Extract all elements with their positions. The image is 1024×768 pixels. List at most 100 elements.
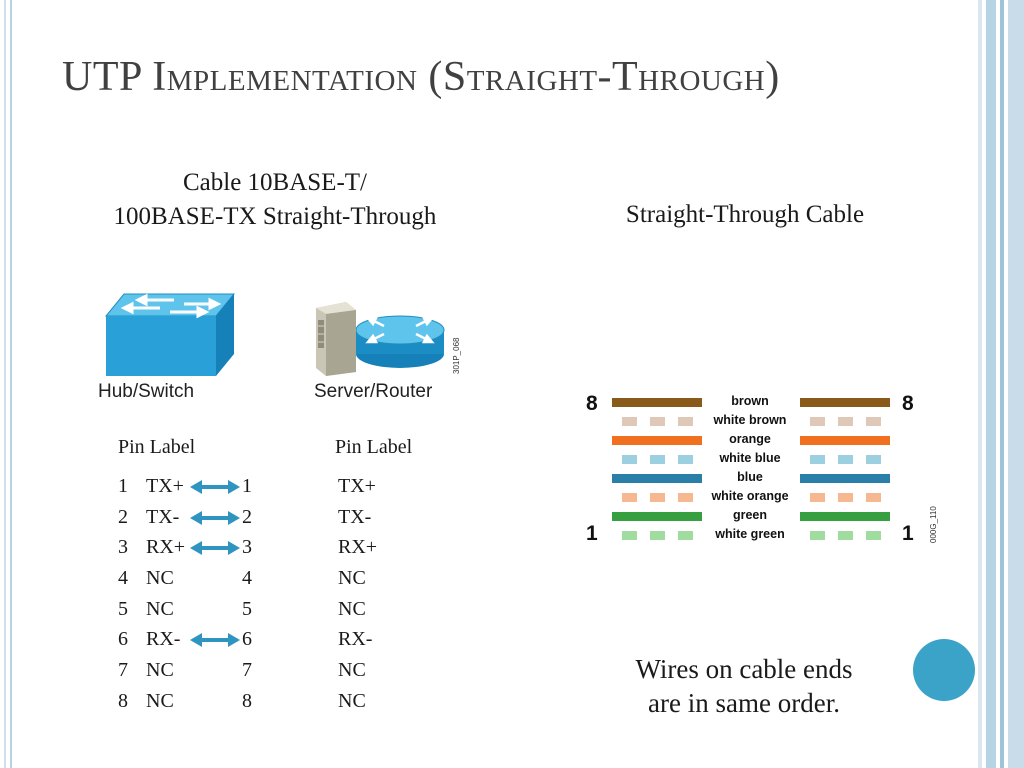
wire-bar-right xyxy=(800,436,890,445)
wire-label: blue xyxy=(737,470,763,484)
pin-number-right: 5 xyxy=(242,598,252,620)
pin-number-right: 4 xyxy=(242,567,252,589)
wire-bar-left xyxy=(612,436,702,445)
pin-row: 3 RX+ 3 RX+ xyxy=(0,536,460,566)
wire-stripe-right xyxy=(838,455,853,464)
double-arrow-icon xyxy=(190,511,240,525)
wire-label: white brown xyxy=(713,413,787,427)
pin-number-left: 6 xyxy=(118,628,128,650)
wire-stripe-right xyxy=(838,417,853,426)
wire-stripe-left xyxy=(622,455,637,464)
pin-label-left: NC xyxy=(146,659,174,681)
server-router-icon xyxy=(316,302,445,376)
wire-label: white orange xyxy=(711,489,789,503)
wire-label: brown xyxy=(731,394,769,408)
pin-label-right: NC xyxy=(338,690,366,712)
pin-row: 2 TX- 2 TX- xyxy=(0,506,460,536)
pin-label-left: NC xyxy=(146,598,174,620)
pin-number-right: 7 xyxy=(242,659,252,681)
wire-stripe-left xyxy=(678,531,693,540)
pin-number-left: 5 xyxy=(118,598,128,620)
pin-label-left: NC xyxy=(146,567,174,589)
wire-stripe-left xyxy=(678,493,693,502)
wire-stripe-left xyxy=(678,417,693,426)
pin-label-right: NC xyxy=(338,567,366,589)
pin-number-right: 8 xyxy=(242,690,252,712)
wire-stripe-right xyxy=(810,493,825,502)
hub-switch-icon xyxy=(104,293,236,376)
hub-switch-label: Hub/Switch xyxy=(98,381,195,402)
double-arrow-icon xyxy=(190,541,240,555)
wire-stripe-right xyxy=(866,493,881,502)
pin-number-left: 7 xyxy=(118,659,128,681)
wire-stripe-left xyxy=(650,455,665,464)
wire-stripe-left xyxy=(650,417,665,426)
pin-row: 1 TX+ 1 TX+ xyxy=(0,475,460,505)
pin-label-header-right: Pin Label xyxy=(335,436,413,458)
pin-row: 6 RX- 6 RX- xyxy=(0,628,460,658)
wire-bar-left xyxy=(612,512,702,521)
pin-number-left: 8 xyxy=(118,690,128,712)
wire-stripe-right xyxy=(838,493,853,502)
wire-label: green xyxy=(732,508,768,522)
server-router-label: Server/Router xyxy=(314,381,433,402)
double-arrow-icon xyxy=(190,633,240,647)
subheading-straight-through: Straight-Through Cable xyxy=(625,201,865,228)
wire-stripe-left xyxy=(622,417,637,426)
pin-label-left: TX- xyxy=(146,506,180,528)
wire-label: orange xyxy=(729,432,771,446)
pin-label-left: TX+ xyxy=(146,475,184,497)
pin-label-right: TX- xyxy=(338,506,372,528)
left-border xyxy=(0,0,12,768)
wire-bar-right xyxy=(800,474,890,483)
pin-number-right: 3 xyxy=(242,536,252,558)
wire-stripe-right xyxy=(810,455,825,464)
pin-number-right: 2 xyxy=(242,506,252,528)
image-code-devices: 301P_068 xyxy=(452,337,461,374)
pin-number-right: 1 xyxy=(242,475,252,497)
right-border xyxy=(978,0,1024,768)
wire-bar-left xyxy=(612,398,702,407)
pin-label-right: RX+ xyxy=(338,536,378,558)
wire-stripe-right xyxy=(866,531,881,540)
pin-number-right: 6 xyxy=(242,628,252,650)
pin-number-left: 4 xyxy=(118,567,128,589)
pin-number-left: 1 xyxy=(118,475,128,497)
wire-number-bottom-left: 1 xyxy=(586,522,598,545)
wire-number-top-right: 8 xyxy=(902,392,914,415)
wire-stripe-left xyxy=(622,531,637,540)
wire-stripe-right xyxy=(810,417,825,426)
pin-label-left: NC xyxy=(146,690,174,712)
pin-number-left: 2 xyxy=(118,506,128,528)
wire-stripe-left xyxy=(650,493,665,502)
pin-number-left: 3 xyxy=(118,536,128,558)
wire-bar-right xyxy=(800,398,890,407)
pin-label-right: RX- xyxy=(338,628,373,650)
wire-stripe-right xyxy=(866,455,881,464)
wire-label: white green xyxy=(715,527,785,541)
caption: Wires on cable ends are in same order. xyxy=(635,654,853,718)
wire-bar-left xyxy=(612,474,702,483)
wire-stripe-right xyxy=(866,417,881,426)
wire-label: white blue xyxy=(719,451,781,465)
pin-label-left: RX- xyxy=(146,628,181,650)
image-code-wires: 000G_110 xyxy=(929,506,938,543)
pin-label-right: NC xyxy=(338,659,366,681)
wire-stripe-right xyxy=(810,531,825,540)
double-arrow-icon xyxy=(190,480,240,494)
pin-label-right: TX+ xyxy=(338,475,376,497)
wire-stripe-left xyxy=(678,455,693,464)
wire-number-top-left: 8 xyxy=(586,392,598,415)
pin-label-right: NC xyxy=(338,598,366,620)
subheading-cable-type: Cable 10BASE-T/ 100BASE-TX Straight-Thro… xyxy=(113,169,437,230)
pin-label-left: RX+ xyxy=(146,536,186,558)
wire-bar-right xyxy=(800,512,890,521)
slide-title: UTP Implementation (Straight-Through) xyxy=(62,54,780,100)
pin-row: 7 NC 7 NC xyxy=(0,659,460,689)
wire-stripe-left xyxy=(650,531,665,540)
wire-stripe-left xyxy=(622,493,637,502)
pin-row: 8 NC 8 NC xyxy=(0,690,460,720)
pin-label-header-left: Pin Label xyxy=(118,436,196,458)
pin-row: 5 NC 5 NC xyxy=(0,598,460,628)
wire-stripe-right xyxy=(838,531,853,540)
